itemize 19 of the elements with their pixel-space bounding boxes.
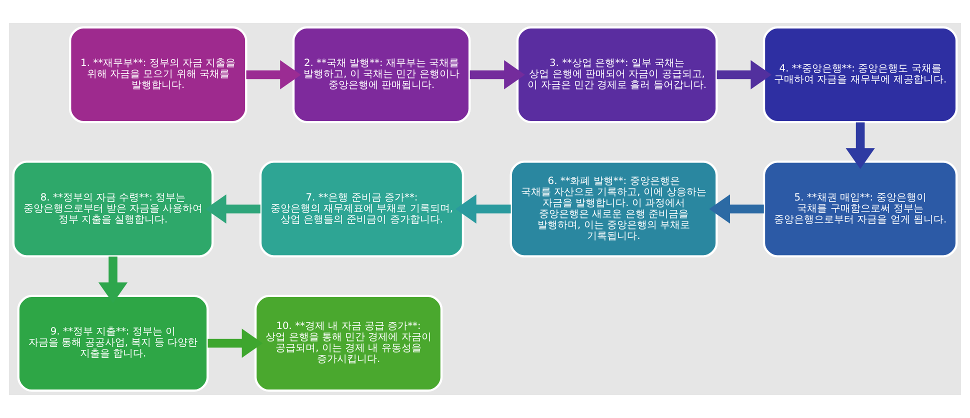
arrow [709,194,764,224]
node-box: 8. **정부의 자금 수령**: 정부는 중앙은행으로부터 받은 자금을 사용하여 정부 지출을 실행합니다. [12,160,214,258]
node-box: 6. **화폐 발행**: 중앙은행은 국채를 자산으로 기록하고, 이에 상응하는 자금을 발행합니다. 이 과정에서 중앙은행은 새로운 은행 준비금을 발행하며, 이는 중앙은행의 부채로 기록됩니다. [510,160,718,258]
node-box: 1. **재무부**: 정부의 자금 지출을 위해 자금을 모으기 위해 국채를 발행합니다. [68,26,248,124]
node-box: 3. **상업 은행**: 일부 국채는 상업 은행에 판매되어 자금이 공급되고, 이 자금은 민간 경제로 흘러 들어갑니다. [516,26,718,124]
arrow [208,328,263,358]
node-box: 9. **정부 지출**: 정부는 이 자금을 통해 공공사업, 복지 등 다양한 지출을 합니다. [17,294,209,392]
arrow [455,194,511,224]
node-box: 2. **국채 발행**: 재무부는 국채를 발행하고, 이 국채는 민간 은행이나 중앙은행에 판매됩니다. [292,26,471,124]
node-box: 10. **경제 내 자금 공급 증가**: 상업 은행을 통해 민간 경제에 자금이 공급되며, 이는 경제 내 유동성을 증가시킵니다. [254,294,443,392]
node-box: 4. **중앙은행**: 중앙은행도 국채를 구매하여 자금을 재무부에 제공합니다. [762,26,958,124]
arrow [846,122,875,169]
node-box: 5. **채권 매입**: 중앙은행이 국채를 구매함으로써 정부는 중앙은행으로부터 자금을 얻게 됩니다. [762,160,958,258]
arrow [470,60,525,90]
arrow [716,60,772,90]
arrow [98,256,128,304]
arrow [205,194,260,224]
node-box: 7. **은행 준비금 증가**: 중앙은행의 재무제표에 부채로 기록되며, 상업 은행들의 준비금이 증가합니다. [259,160,464,258]
arrow [246,60,301,90]
